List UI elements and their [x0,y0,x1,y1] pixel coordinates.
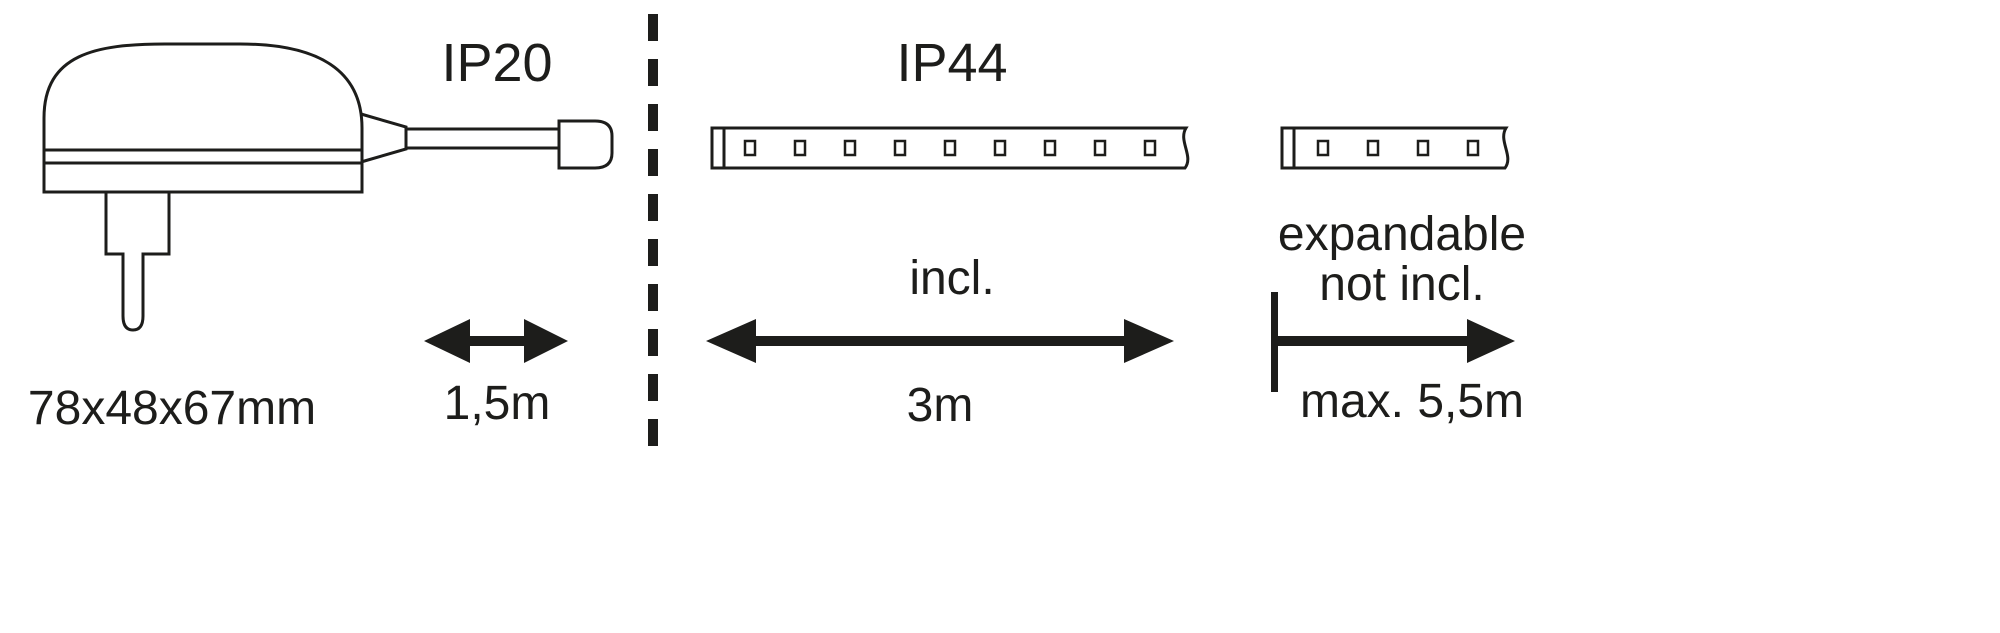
cable-length-label: 1,5m [443,377,551,430]
expandable-length-arrow [1271,292,1515,392]
power-adapter-drawing [42,42,614,332]
led-chips-expandable [1316,139,1480,157]
led-strip-included-outline [710,126,1190,170]
expandable-arrow-startbar [1271,292,1278,392]
led-chips-included [743,139,1157,157]
strip-length-arrow [706,319,1174,363]
adapter-body [42,42,364,194]
cable-connector [557,119,614,170]
ip20-rating-label: IP20 [441,33,553,93]
adapter-plug-pin [104,192,171,332]
adapter-dimensions-label: 78x48x67mm [27,382,317,435]
cable-length-arrow [424,319,568,363]
led-strip-expandable-outline [1280,126,1510,170]
expandable-arrow-head [1467,319,1515,363]
strip-length-label: 3m [906,379,974,432]
cable-strain-relief [360,112,408,164]
ip44-rating-label: IP44 [896,33,1008,93]
led-strip-expandable-drawing [1280,126,1510,170]
included-label: incl. [909,252,995,305]
max-length-label: max. 5,5m [1299,375,1525,428]
not-included-label: not incl. [1319,258,1485,311]
led-strip-included-drawing [710,126,1190,170]
expandable-arrow-shaft [1275,336,1472,346]
expandable-label: expandable [1277,208,1527,261]
